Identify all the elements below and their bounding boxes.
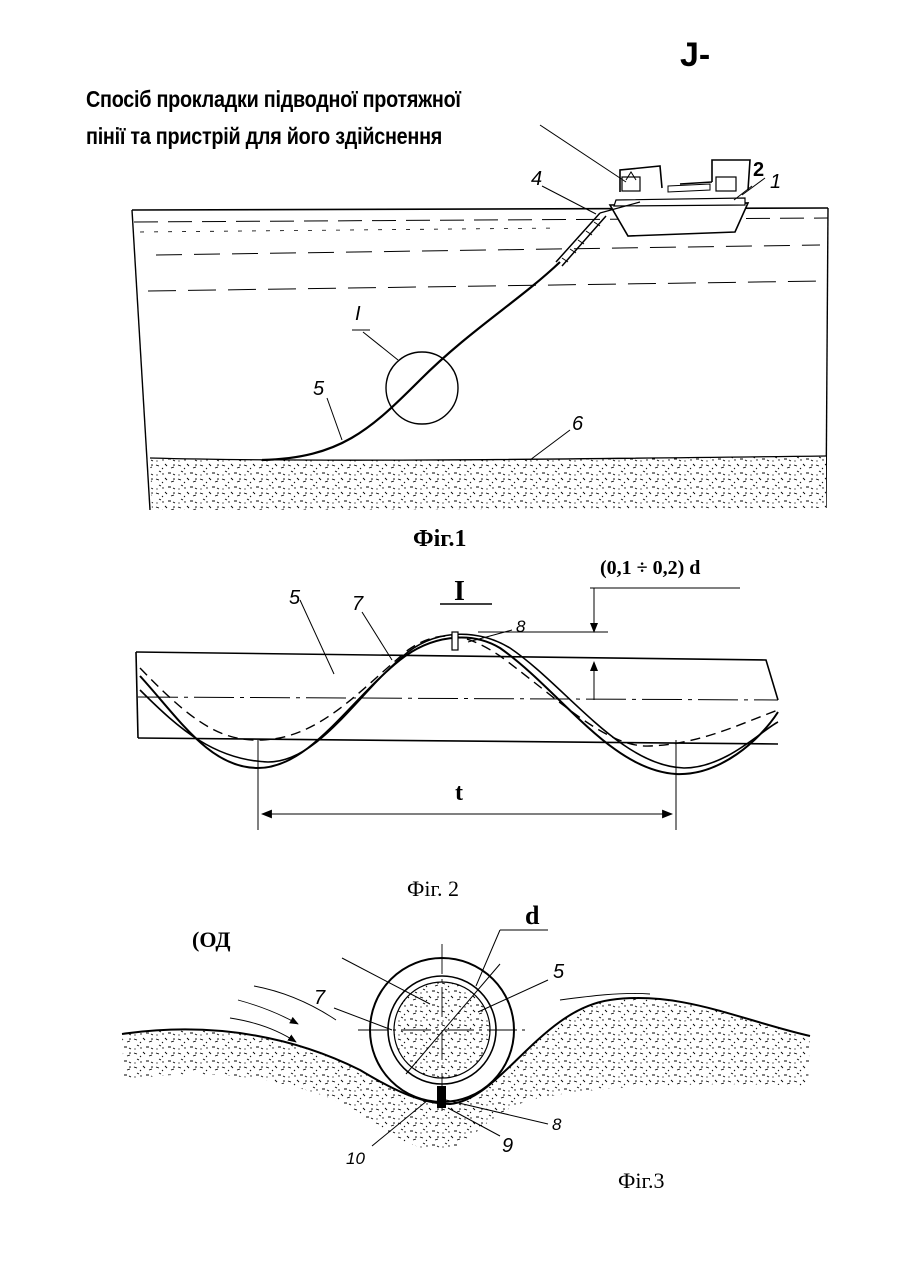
fig2-gap-label: (0,1 ÷ 0,2) d [600,557,700,579]
seabed [150,456,826,510]
laying-vessel [610,160,750,236]
fig3-label-5: 5 [553,961,565,983]
stamp-mark: (ОД [192,927,230,953]
fig2-label-7: 7 [352,593,364,615]
fig1-label-2: 2 [753,159,764,181]
fig3-label-10: 10 [346,1149,365,1168]
fig1-label-5: 5 [313,378,325,400]
pipeline-line [262,262,560,460]
fig3-label-9: 9 [502,1135,513,1157]
figure-2-caption: Фіг. 2 [407,876,459,902]
helical-band-outer [140,638,778,775]
helical-band-inner [140,634,778,768]
fig2-pitch-label: t [455,780,463,806]
fig3-label-d: d [525,901,540,930]
fig2-label-8: 8 [516,617,526,636]
fig1-label-4: 4 [531,168,542,190]
figure-3-caption: Фіг.3 [618,1168,665,1194]
fig2-label-detail: I [454,576,465,607]
figure-1-caption: Фіг.1 [413,526,466,553]
fig1-label-1: 1 [770,171,781,193]
fig2-label-5: 5 [289,587,301,609]
detail-circle-I [386,352,458,424]
figure-1: I 5 6 4 2 1 [132,125,828,510]
fig3-label-8: 8 [552,1115,562,1134]
fig1-label-6: 6 [572,413,584,435]
figure-2: I 5 7 8 (0,1 ÷ 0,2) d t [136,557,778,830]
fig3-label-7: 7 [314,987,326,1009]
fig1-label-detail: I [355,303,361,325]
